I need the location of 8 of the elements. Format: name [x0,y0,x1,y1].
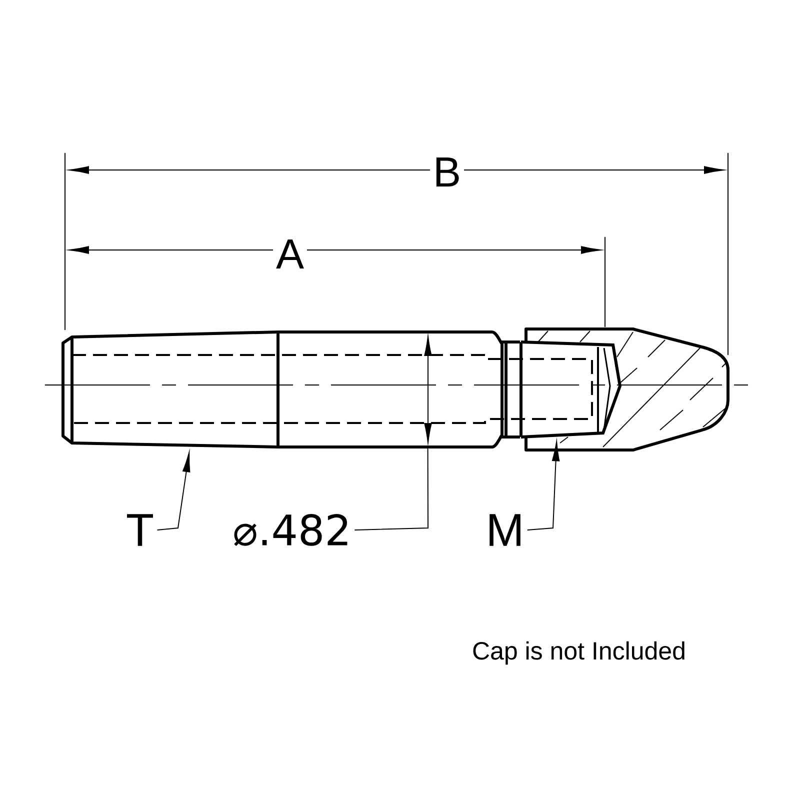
dimension-label: A [273,236,307,272]
callout-label: M [490,514,520,546]
note-text: Cap is not Included [473,641,684,665]
callout-label: T [127,514,153,546]
dimension-label: B [430,154,464,190]
callout-label: ⌀.482 [234,514,348,546]
leader-line [354,448,428,530]
part-drawing [44,328,750,452]
